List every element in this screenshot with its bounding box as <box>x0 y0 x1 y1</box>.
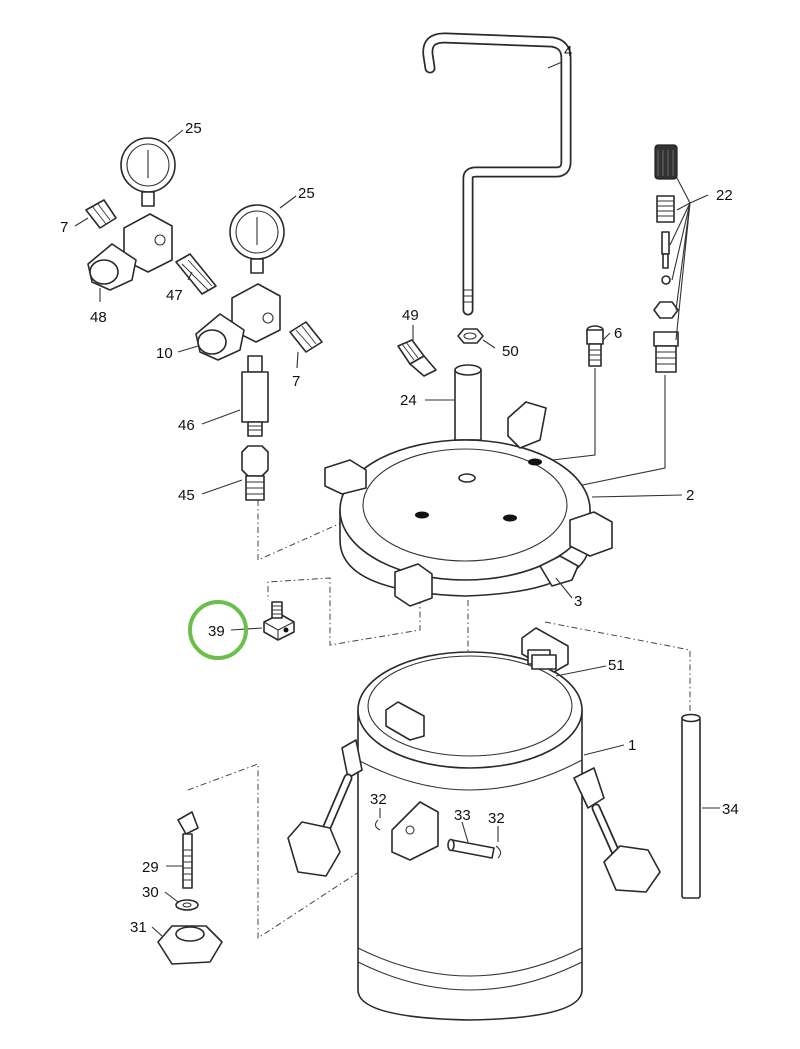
callout-33: 33 <box>454 807 471 824</box>
nipple-49 <box>397 339 437 377</box>
tank-1 <box>287 627 661 1021</box>
pin-and-clips <box>374 819 502 859</box>
lid-2 <box>324 401 613 607</box>
callout-30: 30 <box>142 884 159 901</box>
leader-lines <box>74 61 720 937</box>
rod-34 <box>681 713 701 899</box>
callout-7-upper: 7 <box>60 219 68 236</box>
callout-32-left: 32 <box>370 791 387 808</box>
callout-6: 6 <box>614 325 622 342</box>
callout-10: 10 <box>156 345 173 362</box>
callout-50: 50 <box>502 343 519 360</box>
callout-2: 2 <box>686 487 694 504</box>
callout-3: 3 <box>574 593 582 610</box>
callout-4: 4 <box>564 43 572 60</box>
nipple-7-upper <box>85 199 117 229</box>
callout-51: 51 <box>608 657 625 674</box>
nipple-47 <box>175 253 217 295</box>
highlight-circle-39 <box>188 600 248 660</box>
callout-46: 46 <box>178 417 195 434</box>
callout-24: 24 <box>400 392 417 409</box>
callout-48: 48 <box>90 309 107 326</box>
callout-25-upper: 25 <box>185 120 202 137</box>
callout-34: 34 <box>722 801 739 818</box>
callout-45: 45 <box>178 487 195 504</box>
callout-labels: 1 2 3 4 6 7 7 10 22 24 25 25 29 30 31 32… <box>60 43 739 936</box>
gauge-25-upper <box>120 137 176 207</box>
callout-22: 22 <box>716 187 733 204</box>
nut-50 <box>457 328 484 344</box>
coupling-46 <box>241 355 269 437</box>
callout-31: 31 <box>130 919 147 936</box>
siphon-tube <box>422 32 572 316</box>
gauge-25-lower <box>229 204 285 274</box>
callout-29: 29 <box>142 859 159 876</box>
callout-25-lower: 25 <box>298 185 315 202</box>
fitting-45 <box>241 445 269 501</box>
regulator-48-upper <box>87 213 173 291</box>
callout-47: 47 <box>166 287 183 304</box>
callout-1: 1 <box>628 737 636 754</box>
callout-32-right: 32 <box>488 810 505 827</box>
fitting-6 <box>586 325 604 367</box>
block-39 <box>263 601 295 641</box>
regulator-10-lower <box>195 283 281 361</box>
relief-valve-22 <box>653 144 679 373</box>
handle-51 <box>531 654 557 670</box>
callout-49: 49 <box>402 307 419 324</box>
nipple-7-lower <box>289 321 323 353</box>
eyebolt-washer-knob <box>157 811 223 965</box>
callout-39: 39 <box>208 623 225 640</box>
callout-7-lower: 7 <box>292 373 300 390</box>
fitting-24 <box>454 364 482 453</box>
